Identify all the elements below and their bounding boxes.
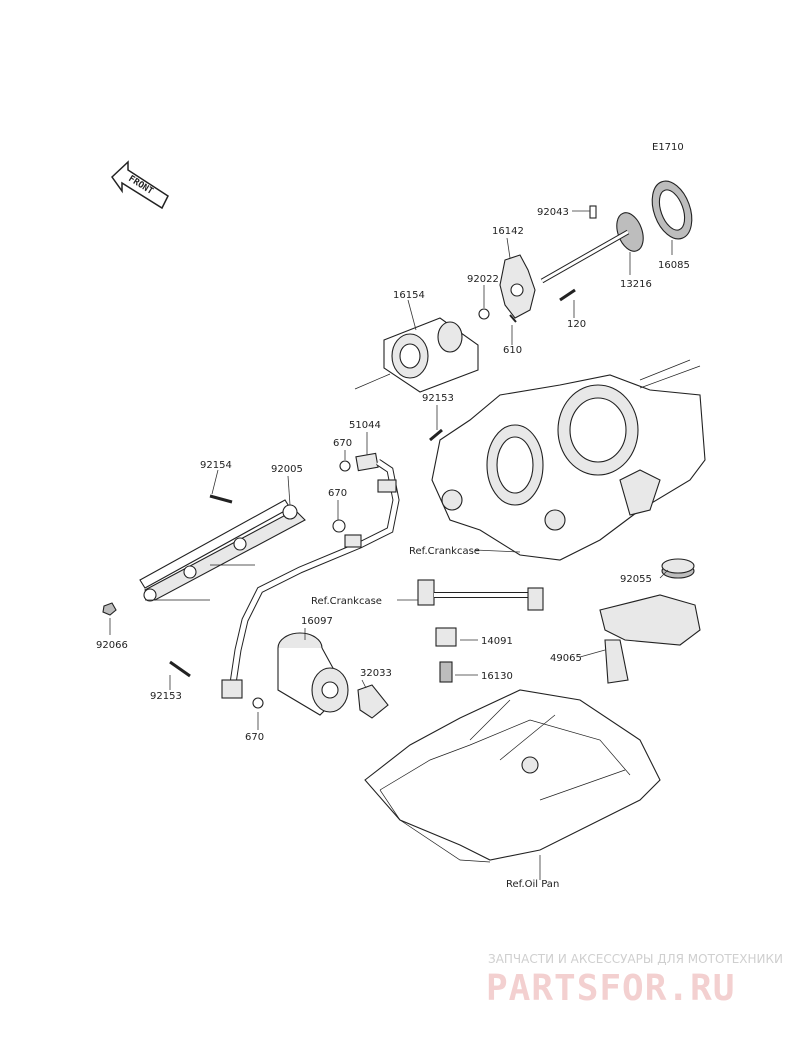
pipe-51044 [221,452,400,699]
oring-670-a [339,460,351,472]
label-16085: 16085 [658,260,690,271]
diagram-code: E1710 [652,142,684,153]
bolt-92154 [209,494,233,504]
label-670-a: 670 [333,438,352,449]
pin-610 [509,314,517,323]
bolt-92153-top [429,428,443,442]
ref-crankcase-2: Ref.Crankcase [311,596,382,607]
pump-cover-16142 [499,254,536,319]
label-92153-bottom: 92153 [150,691,182,702]
label-16130: 16130 [481,671,513,682]
label-610: 610 [503,345,522,356]
cap-92055 [661,558,695,579]
bolt-92153-bottom [169,660,191,678]
plug-14091 [435,627,457,647]
oil-pipe-92005 [139,499,306,602]
ref-crankcase-1: Ref.Crankcase [409,546,480,557]
oring-670-bottom [252,697,264,709]
washer-92022 [478,308,490,320]
label-92022: 92022 [467,274,499,285]
relief-valve [417,579,544,611]
label-670-bottom: 670 [245,732,264,743]
oil-pan [364,689,661,863]
label-32033: 32033 [360,668,392,679]
bolt-120 [559,288,576,302]
label-16097: 16097 [301,616,333,627]
strainer-49065 [599,594,701,684]
label-51044: 51044 [349,420,381,431]
pin-92043 [589,205,597,219]
front-arrow-icon: FRONT [111,160,169,210]
label-16154: 16154 [393,290,425,301]
label-92066: 92066 [96,640,128,651]
label-92154: 92154 [200,460,232,471]
watermark-brand: PARTSFOR.RU [486,968,735,1009]
spring-32033 [357,684,389,719]
label-670-b: 670 [328,488,347,499]
label-92055: 92055 [620,574,652,585]
label-49065: 49065 [550,653,582,664]
oring-670-b [332,519,346,533]
crankcase [431,359,706,561]
label-13216: 13216 [620,279,652,290]
label-120: 120 [567,319,586,330]
watermark-subtitle: ЗАПЧАСТИ И АКСЕССУАРЫ ДЛЯ МОТОТЕХНИКИ [488,952,783,966]
gear-13216 [540,212,644,284]
label-92043: 92043 [537,207,569,218]
label-92153-top: 92153 [422,393,454,404]
rotor-set-16154 [354,317,479,393]
oil-filter-16097 [277,632,349,716]
label-14091: 14091 [481,636,513,647]
label-92005: 92005 [271,464,303,475]
leader-lines [109,210,673,880]
nut-92066 [102,602,117,616]
gear-16085 [651,180,693,240]
ref-oil-pan: Ref.Oil Pan [506,879,559,890]
label-16142: 16142 [492,226,524,237]
switch-16130 [439,661,453,683]
